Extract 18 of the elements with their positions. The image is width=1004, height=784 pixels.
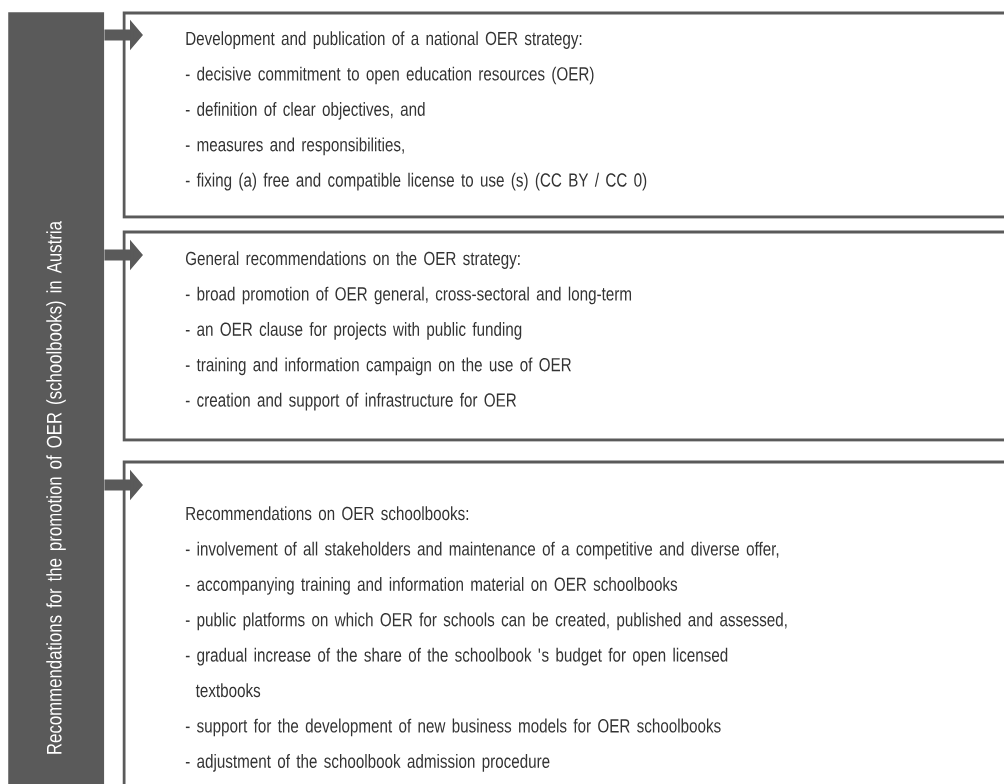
list-item: - an OER clause for projects with public funding: [185, 322, 522, 340]
list-item: - public platforms on which OER for schools can be created, published and assessed,: [185, 612, 787, 631]
list-item: - decisive commitment to open education resources (OER): [185, 66, 594, 85]
box-heading: Development and publication of a national OER strategy:: [186, 31, 582, 49]
sidebar: Recommendations for the promotion of OER (schoolbooks) in Austria: [8, 12, 105, 784]
list-item: - creation and support of infrastructure for OER: [185, 392, 517, 411]
list-item: - training and information campaign on the use of OER: [185, 357, 571, 376]
list-item: - broad promotion of OER general, cross-sectoral and long-term: [185, 286, 631, 305]
list-item: - measures and responsibilities,: [185, 137, 404, 156]
list-item: - gradual increase of the share of the schoolbook 's budget for open licensed textbooks: [185, 647, 728, 698]
box-heading: General recommendations on the OER strategy:: [186, 251, 520, 269]
list-item: - involvement of all stakeholders and maintenance of a competitive and diverse offer,: [185, 541, 779, 560]
list-item: - support for the development of new business models for OER schoolbooks: [185, 718, 721, 737]
box-heading: Recommendations on OER schoolbooks:: [186, 506, 469, 521]
list-item: - definition of clear objectives, and: [185, 102, 425, 120]
list-item: - adjustment of the schoolbook admission procedure: [185, 754, 550, 772]
list-item: - fixing (a) free and compatible license to use (s) (CC BY / CC 0): [185, 172, 647, 191]
list-item: - accompanying training and information material on OER schoolbooks: [185, 577, 678, 595]
